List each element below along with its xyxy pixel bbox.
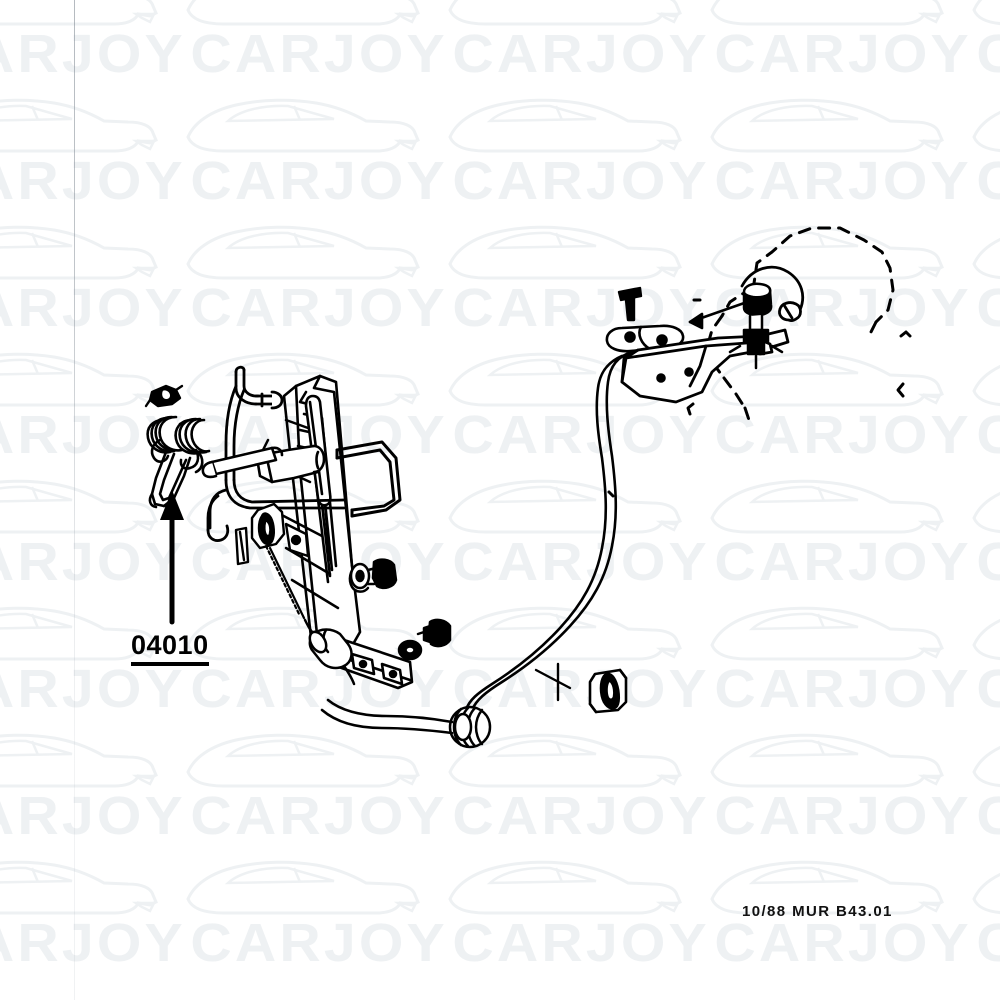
accelerator-pedal-pad: [282, 374, 362, 654]
part-number-callout-04010: 04010: [131, 632, 209, 666]
callout-arrow-04010: [160, 490, 184, 625]
accelerator-pedal-return-spring: [146, 415, 211, 509]
cable-retaining-clip: [588, 668, 628, 714]
throttle-cable-lower: [320, 698, 454, 735]
hex-bolt-pedal-upper: [348, 558, 398, 593]
hex-bolt-pedal-lower: [416, 618, 452, 648]
flat-washer: [397, 639, 423, 661]
plate-footer-code: 10/88 MUR B43.01: [742, 903, 893, 920]
engine-outline-dashed: [692, 226, 895, 422]
throttle-cable: [464, 350, 634, 712]
cable-break-marks: [534, 662, 572, 702]
assembly-leader-arrow: [688, 299, 752, 330]
cable-grommet: [448, 705, 492, 749]
hex-bolt-upper: [617, 286, 643, 322]
spring-retainer-clip: [144, 384, 184, 408]
